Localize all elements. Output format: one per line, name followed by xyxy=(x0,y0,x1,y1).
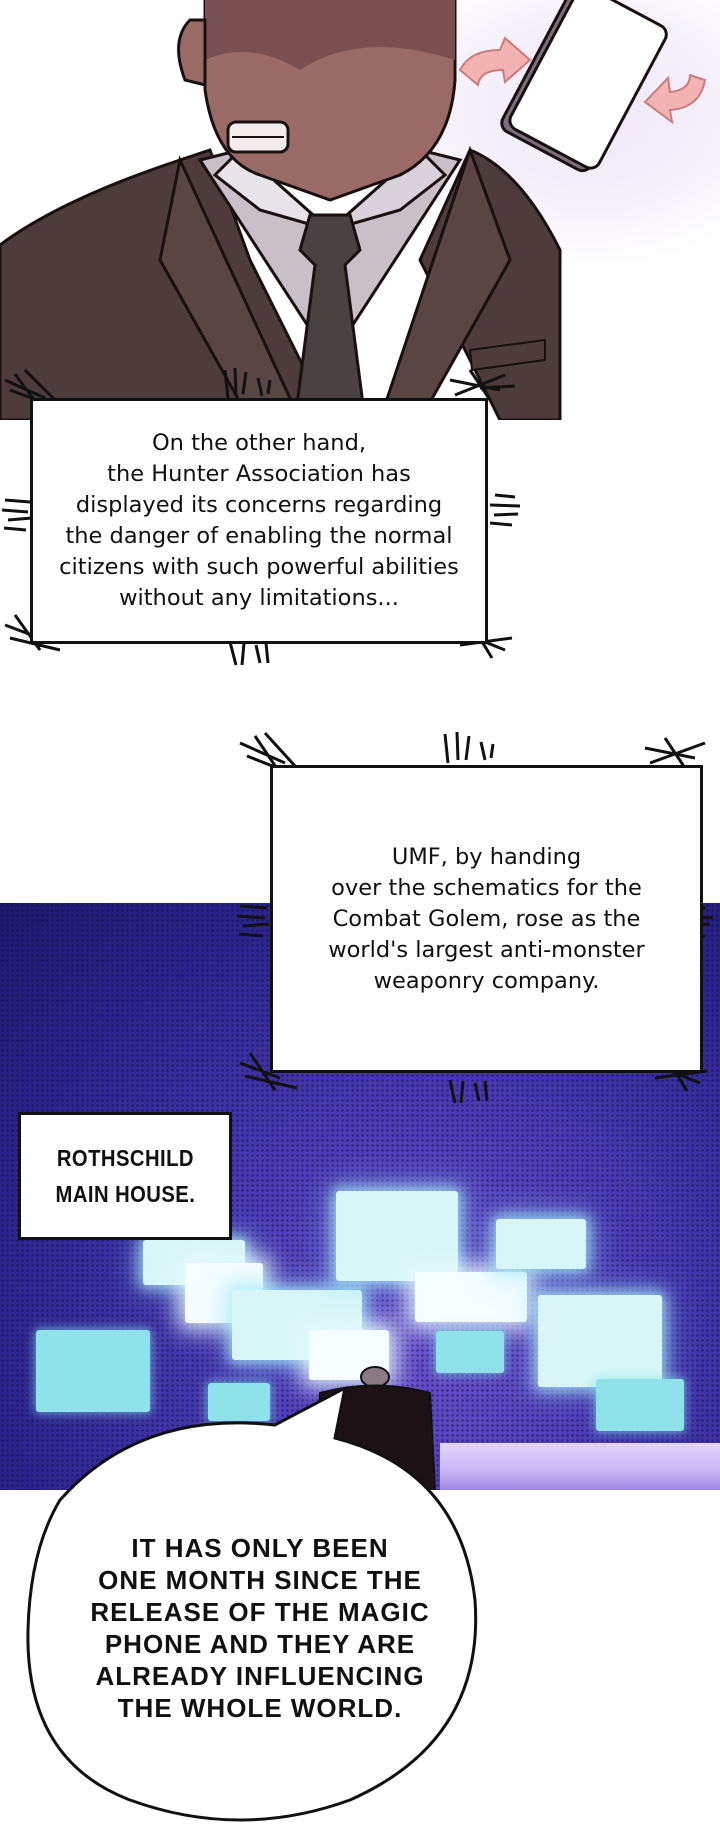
narration-box-2: UMF, by handing over the schematics for … xyxy=(270,765,703,1073)
holo-screen xyxy=(538,1295,662,1387)
holo-screen xyxy=(415,1272,527,1322)
location-caption-text: ROTHSCHILD MAIN HOUSE. xyxy=(55,1145,195,1207)
necktie xyxy=(293,213,367,420)
location-caption-box: ROTHSCHILD MAIN HOUSE. xyxy=(18,1112,232,1240)
holo-screen xyxy=(596,1379,684,1431)
speech-bubble: IT HAS ONLY BEEN ONE MONTH SINCE THE REL… xyxy=(20,1390,490,1830)
narration-text-1: On the other hand, the Hunter Associatio… xyxy=(59,430,459,611)
holo-screen xyxy=(208,1383,270,1421)
holo-screen xyxy=(436,1331,504,1373)
narration-text-2: UMF, by handing over the schematics for … xyxy=(328,843,645,994)
holo-screen xyxy=(36,1330,150,1412)
narration-box-1: On the other hand, the Hunter Associatio… xyxy=(30,398,488,644)
rotate-arrow-icon xyxy=(458,36,707,125)
holo-screen xyxy=(336,1191,458,1281)
holo-screen xyxy=(496,1219,586,1269)
speech-bubble-text: IT HAS ONLY BEEN ONE MONTH SINCE THE REL… xyxy=(90,1533,430,1723)
panel-suit-man xyxy=(0,0,720,420)
floor-platform xyxy=(440,1443,720,1490)
phone-device-icon xyxy=(500,0,668,173)
speech-bubble-shape xyxy=(26,1390,478,1822)
suit-man-illustration xyxy=(0,0,707,420)
